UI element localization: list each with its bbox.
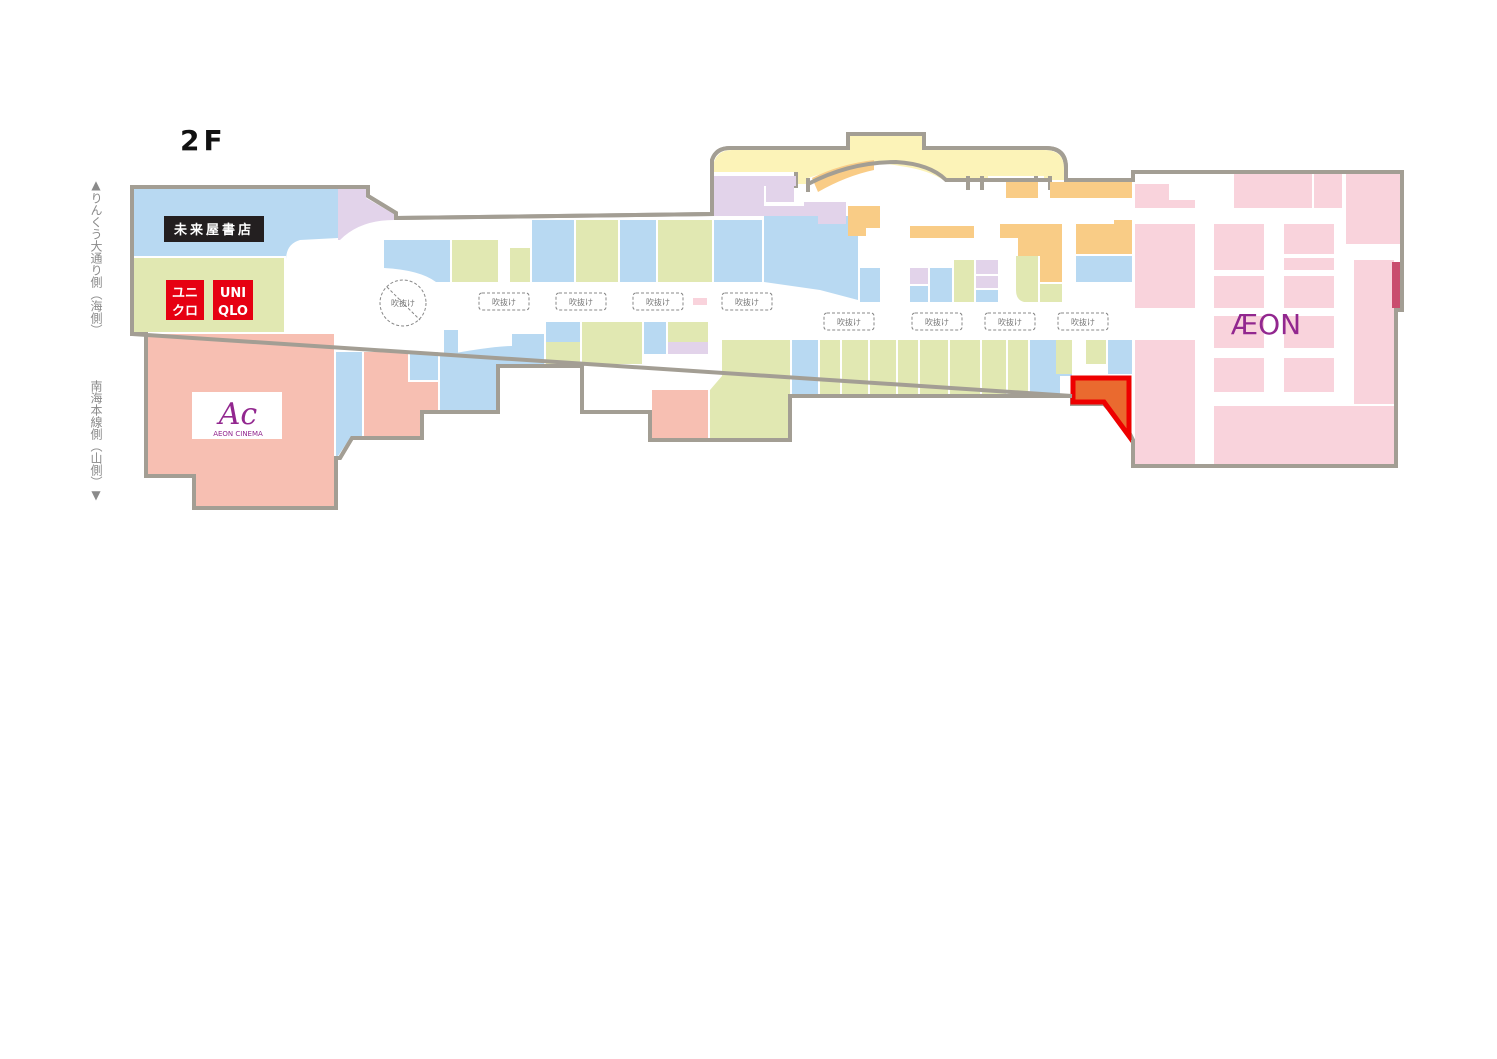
cinema-logo-text: AEON CINEMA [213, 430, 263, 438]
cinema-logo-mark: Ac [216, 397, 258, 432]
stores-lower-right [792, 340, 1132, 396]
uniqlo-logo-jp-line2: クロ [172, 304, 198, 319]
store-block-uniqlo[interactable]: ユニ クロ UNI QLO [134, 258, 284, 332]
void-label: 吹抜け [925, 317, 949, 327]
void-markers [379, 279, 1109, 331]
bookstore-logo: 未来屋書店 [173, 222, 254, 238]
stores-lower-left [336, 322, 790, 456]
void-label: 吹抜け [391, 298, 415, 308]
void-label: 吹抜け [837, 317, 861, 327]
store-block-bookstore[interactable]: 未来屋書店 [134, 189, 394, 260]
void-label: 吹抜け [569, 297, 593, 307]
void-label: 吹抜け [1071, 317, 1095, 327]
outer-wall [131, 132, 1404, 510]
void-label: 吹抜け [646, 297, 670, 307]
orientation-top-label: ▲りんくう大通り側（海側） [89, 178, 103, 336]
store-block-cinema[interactable]: Ac AEON CINEMA [148, 334, 334, 506]
void-label: 吹抜け [492, 297, 516, 307]
store-block-aeon[interactable]: ÆON [1135, 174, 1400, 464]
highlighted-store[interactable] [1070, 375, 1132, 444]
floor-label: 2F [180, 124, 227, 157]
void-label: 吹抜け [998, 317, 1022, 327]
stores-upper-middle [384, 176, 1132, 302]
uniqlo-logo-jp-line1: ユニ [172, 286, 198, 301]
aeon-logo: ÆON [1231, 308, 1301, 341]
uniqlo-logo-en-line1: UNI [220, 286, 246, 301]
void-label: 吹抜け [735, 297, 759, 307]
orientation-bottom-label: 南海本線側（山側）▼ [89, 380, 103, 502]
uniqlo-logo-en-line2: QLO [218, 304, 248, 319]
